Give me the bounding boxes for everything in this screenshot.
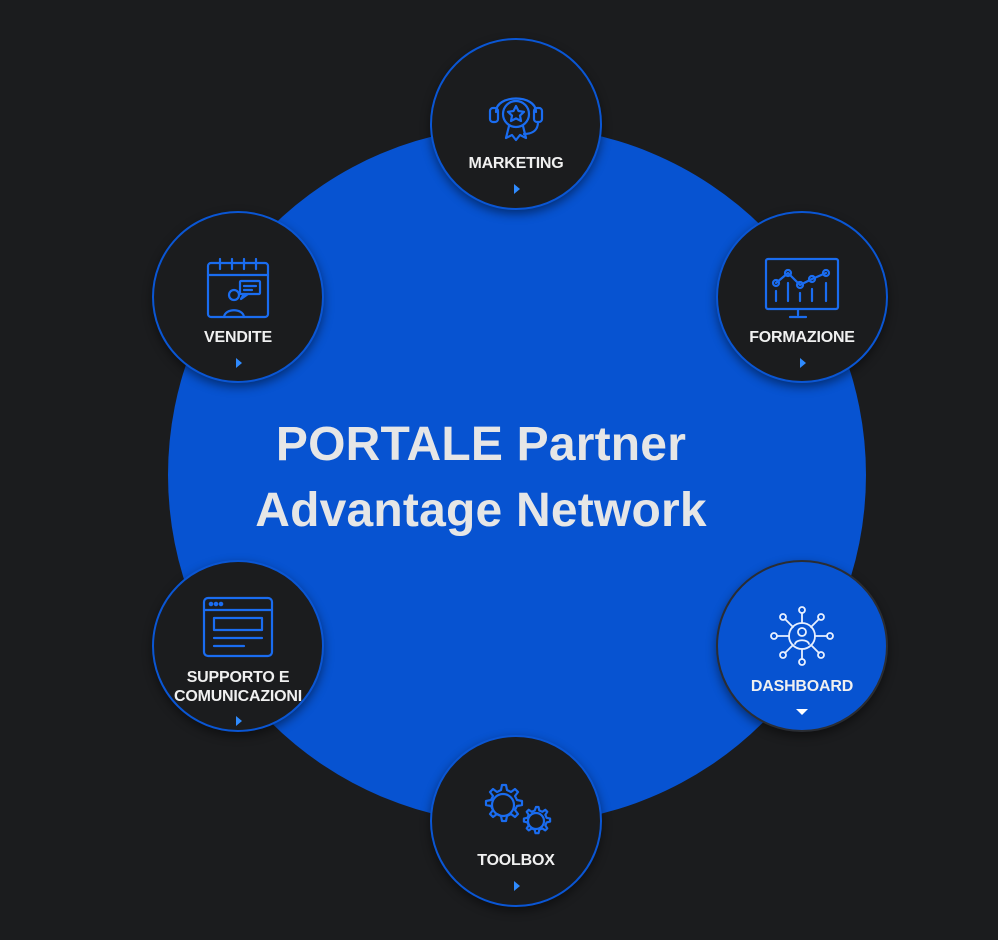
node-vendite-label: VENDITE — [204, 329, 272, 346]
node-marketing-label: MARKETING — [468, 155, 564, 172]
network-user-icon — [770, 606, 834, 666]
node-vendite-caret-icon — [236, 358, 242, 368]
node-toolbox-label: TOOLBOX — [477, 852, 555, 869]
node-supporto-caret-icon — [236, 716, 242, 726]
hub-title: PORTALE Partner Advantage Network — [0, 412, 998, 544]
node-formazione[interactable]: FORMAZIONE — [716, 211, 888, 383]
node-dashboard[interactable]: DASHBOARD — [716, 560, 888, 732]
node-supporto-label-line-2: COMUNICAZIONI — [173, 688, 303, 705]
gears-icon — [484, 783, 552, 835]
node-formazione-label: FORMAZIONE — [749, 329, 855, 346]
presentation-chart-icon — [764, 257, 840, 319]
node-dashboard-label: DASHBOARD — [750, 678, 854, 695]
browser-window-icon — [202, 596, 274, 658]
node-supporto-label-line-1: SUPPORTO E — [186, 669, 290, 686]
node-toolbox-caret-icon — [514, 881, 520, 891]
hub-title-line-1: PORTALE Partner — [275, 418, 687, 471]
node-marketing-caret-icon — [514, 184, 520, 194]
node-supporto-comunicazioni[interactable]: SUPPORTO E COMUNICAZIONI — [152, 560, 324, 732]
node-formazione-caret-icon — [800, 358, 806, 368]
headset-award-icon — [488, 97, 544, 142]
calendar-meeting-icon — [206, 257, 270, 319]
node-dashboard-caret-down-icon — [796, 709, 808, 715]
node-vendite[interactable]: VENDITE — [152, 211, 324, 383]
node-marketing[interactable]: MARKETING — [430, 38, 602, 210]
node-toolbox[interactable]: TOOLBOX — [430, 735, 602, 907]
hub-title-line-2: Advantage Network — [255, 484, 707, 537]
